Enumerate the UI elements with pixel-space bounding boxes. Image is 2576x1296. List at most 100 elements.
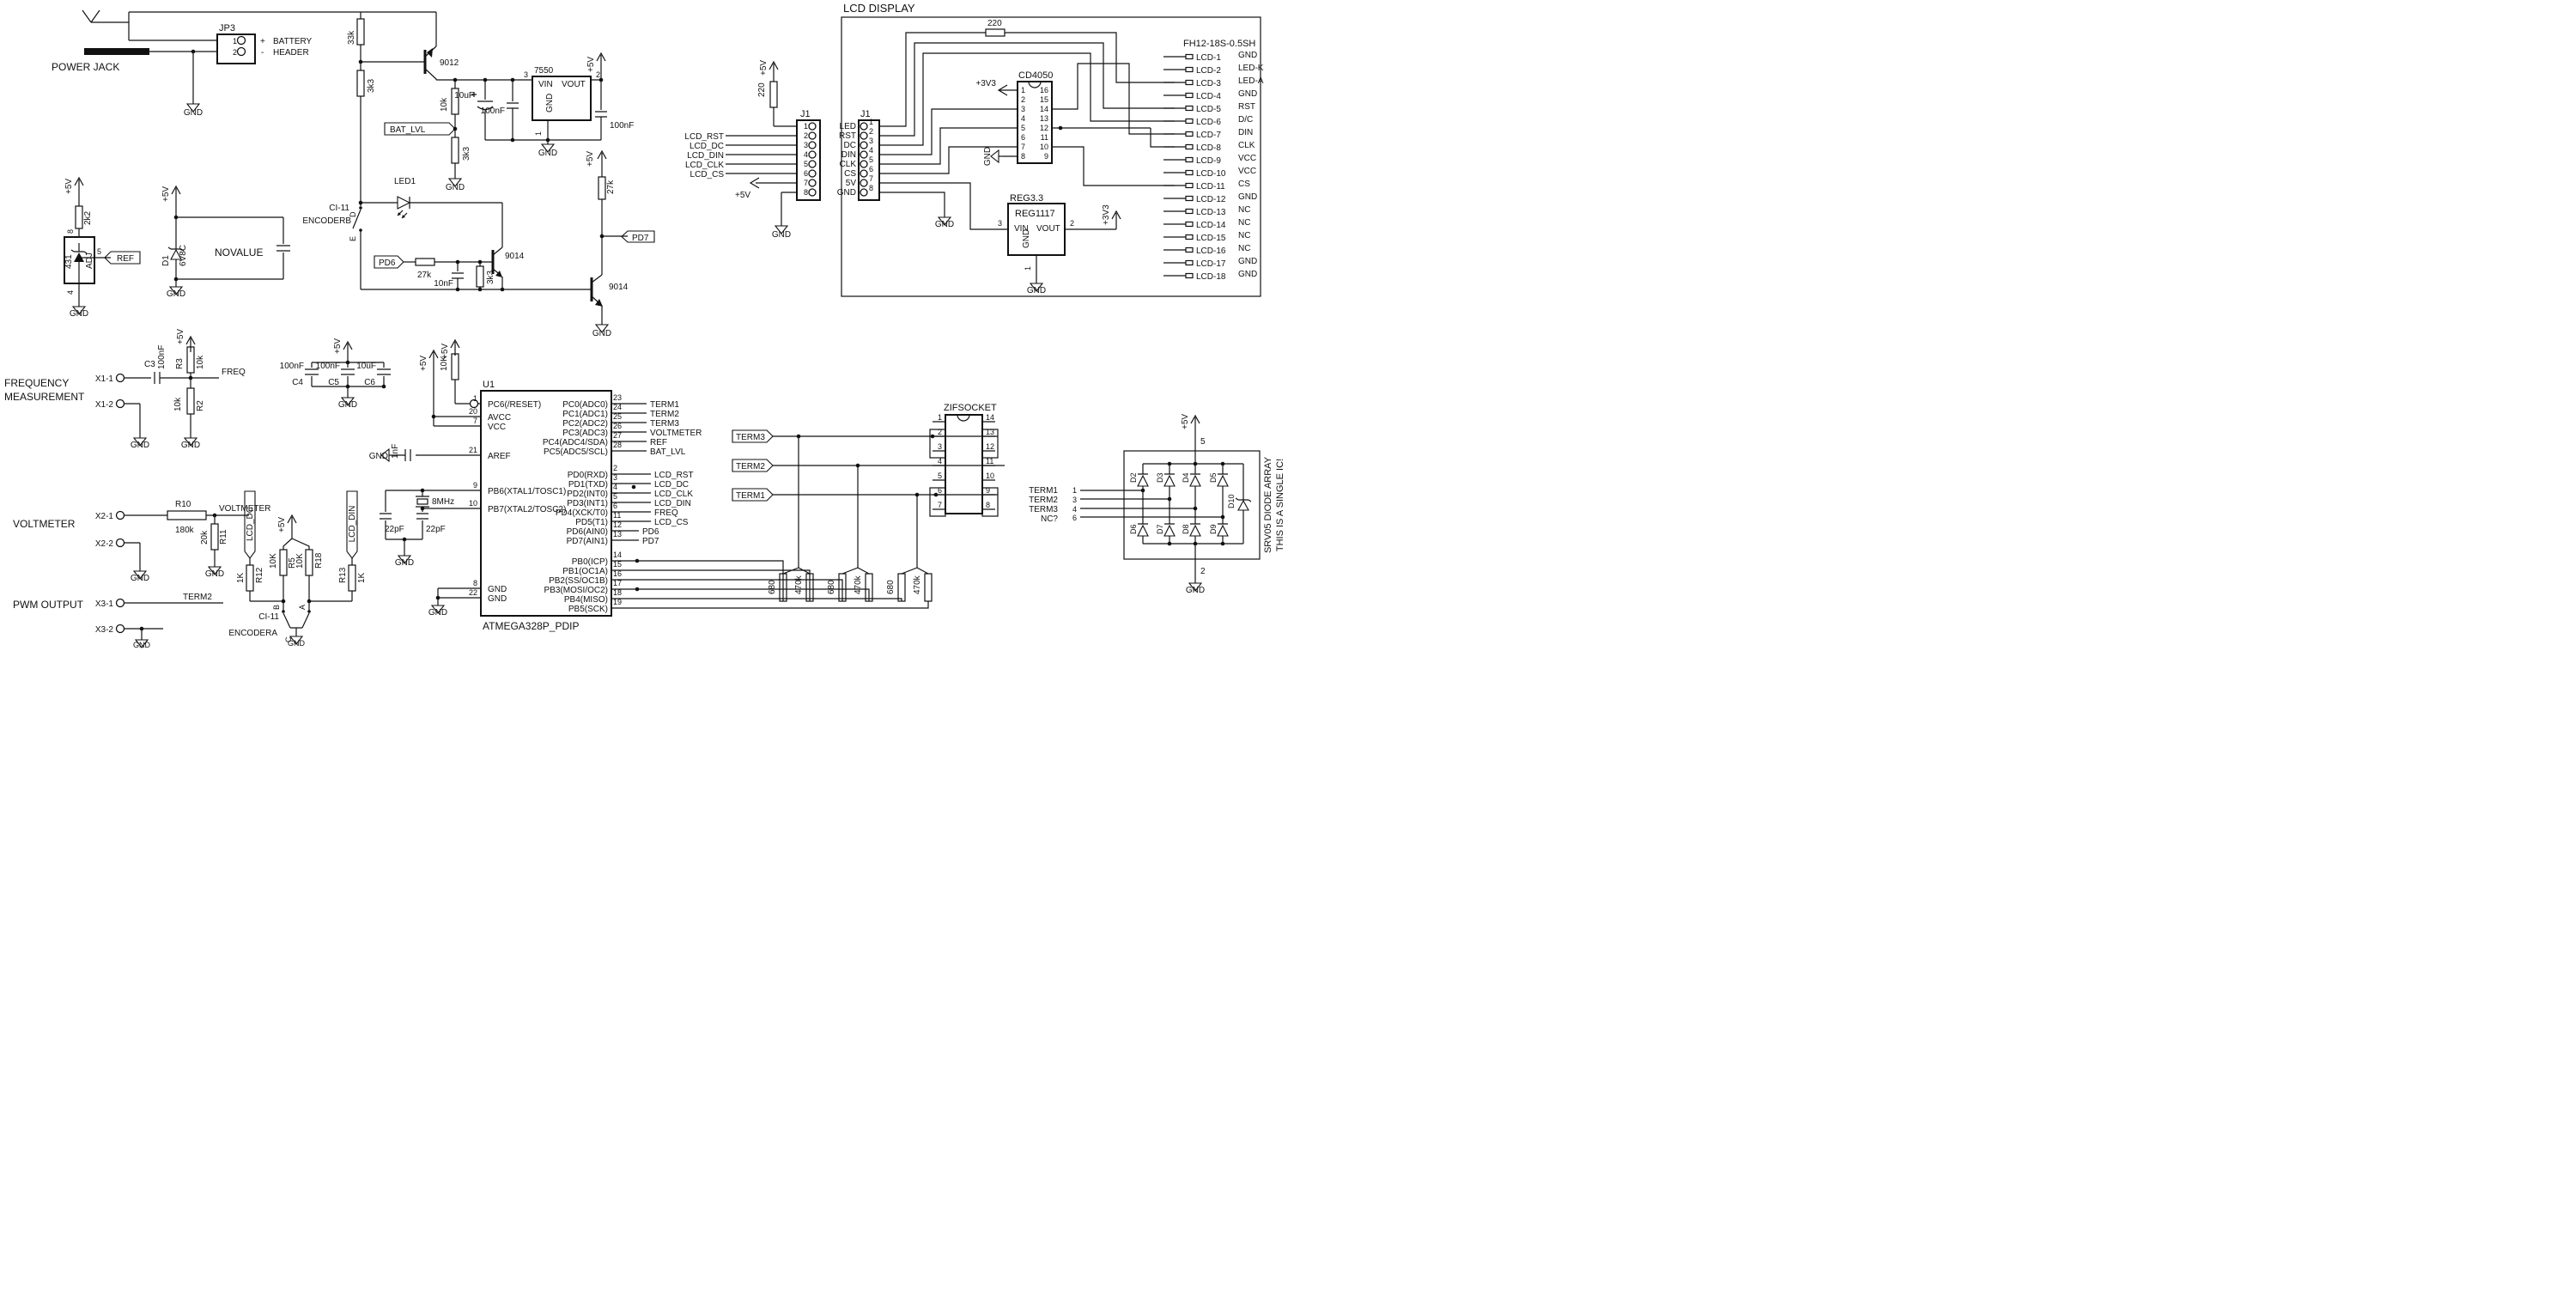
plus5v-label: +5V [161, 186, 171, 202]
zif-pin-number: 2 [938, 428, 942, 436]
u7550-pin-number: 3 [524, 70, 528, 79]
cd4050-pin-number: 2 [1021, 95, 1025, 104]
r3k3a-value: 3k3 [367, 78, 376, 93]
u1-pin-number: 25 [613, 412, 622, 421]
diode-label: D6 [1129, 524, 1138, 534]
reg-gnd: GND [1022, 229, 1031, 248]
x1-1-label: X1-1 [95, 374, 114, 384]
j1r-pin-name: 5V [846, 179, 857, 188]
plus3v3-label: +3V3 [1102, 204, 1111, 225]
c3-value: 100nF [157, 345, 167, 369]
u1-pin-name: PD4(XCK/T0) [556, 508, 608, 518]
gnd-label: GND [181, 441, 200, 450]
diode-label: D9 [1209, 524, 1218, 534]
j1-pin-number: 8 [804, 188, 808, 197]
j1-net-label: LCD_DIN [687, 151, 724, 161]
encoder-a-section [244, 490, 358, 645]
u1-pin-number: 7 [473, 417, 477, 425]
gnd-label: GND [205, 569, 224, 579]
j1r-pin-name: DC [844, 141, 856, 150]
j1-pin-number: 2 [869, 127, 873, 136]
u1-net-label: LCD_DIN [654, 499, 691, 508]
srv-pin-number: 1 [1072, 486, 1077, 495]
r10ka-value: 10k [440, 97, 449, 112]
battery-plus: + [260, 37, 265, 46]
j1-pin-number: 1 [804, 122, 808, 131]
srv-net-label: TERM3 [1029, 505, 1058, 514]
regulator-reg1117 [1007, 203, 1121, 292]
u1-pin-number: 1 [473, 394, 477, 403]
j1-left-ref: J1 [800, 109, 811, 119]
j1-pin-number: 2 [804, 131, 808, 140]
x2-2-pad [115, 538, 125, 548]
u1-pin-name: PD2(INT0) [567, 490, 608, 499]
q9014b-label: 9014 [609, 283, 629, 292]
voltmeter-net: VOLTMETER [219, 504, 270, 514]
fh12-signal-label: NC [1238, 218, 1250, 228]
u1-pin-name: PB0(ICP) [572, 557, 608, 567]
bat-lvl-flag [384, 122, 456, 136]
gnd-label: GND [369, 452, 388, 461]
r2-label: R2 [196, 400, 205, 411]
resistor-3k3-b [451, 137, 459, 164]
schematic-canvas: POWER JACKJP312+BATTERY-HEADERGND33k9012… [4, 2, 1285, 648]
resistor-r10 [167, 510, 207, 520]
gnd-label: GND [395, 558, 414, 568]
resistor-r2 [186, 387, 195, 415]
diodes-top-row [1137, 464, 1229, 544]
aref-cap-1nf [393, 449, 465, 461]
u1-pin-name: PB4(MISO) [564, 595, 608, 605]
ci11-a-label: CI-11 [258, 612, 279, 622]
u1-pin-number: 4 [613, 483, 617, 491]
j1-left-connector [796, 119, 821, 201]
zif-pin-number: 7 [938, 501, 942, 509]
u1-net-label: LCD_RST [654, 471, 694, 480]
j1-pin-number: 8 [869, 184, 873, 192]
r3k3c-value: 3k3 [486, 270, 495, 284]
r220v-value: 220 [757, 82, 767, 97]
fh12-signal-label: GND [1238, 89, 1257, 99]
x2-1-pad [115, 510, 125, 520]
zif-pin-number: 4 [938, 457, 942, 465]
fh12-signal-label: GND [1238, 270, 1257, 279]
srv-pin-number: 6 [1072, 514, 1077, 522]
jp3-pin-number: 2 [233, 48, 237, 57]
fh12-pin-label: LCD-18 [1196, 272, 1226, 282]
fh12-signal-label: VCC [1238, 167, 1256, 176]
j1-net-label: LCD_DC [690, 142, 724, 151]
r12-value: 1K [236, 572, 246, 583]
srv05-body [1123, 450, 1261, 560]
fh12-signal-label: LED-A [1238, 76, 1264, 86]
x2-1-label: X2-1 [95, 512, 114, 521]
r10-label: R10 [175, 500, 191, 509]
ref-flag-label: REF [117, 254, 134, 264]
cd4050-pin-number: 3 [1021, 105, 1025, 113]
lcd-dc-flag [244, 490, 256, 559]
fh12-signal-label: NC [1238, 231, 1250, 240]
r13-label: R13 [338, 567, 348, 583]
u1-pin-number: 19 [613, 598, 622, 606]
gnd-label: GND [1186, 586, 1205, 595]
srv-net-label: TERM2 [1029, 496, 1058, 505]
r680-value: 680 [768, 580, 777, 594]
j1-pin-number: 7 [804, 179, 808, 187]
x2-2-label: X2-2 [95, 539, 114, 549]
j1-net-label: LCD_CLK [685, 161, 724, 170]
u1-pin-number: 2 [613, 464, 617, 472]
cd4050-pin-number: 10 [1040, 143, 1048, 151]
zif-pin-number: 3 [938, 442, 942, 451]
j1-pin-number: 1 [869, 118, 873, 126]
gnd-label: GND [131, 441, 149, 450]
plus5v-label: +5V [176, 329, 185, 344]
c6-value: 10uF [356, 362, 376, 371]
x1-2-label: X1-2 [95, 400, 114, 410]
r18-label: R18 [314, 552, 324, 569]
r18-value: 10K [295, 553, 305, 569]
gnd-label: GND [288, 639, 306, 648]
u1-pin-number: 21 [469, 446, 477, 454]
u1-pin-number: 20 [469, 407, 477, 416]
c100nf1-value: 100nF [481, 106, 505, 116]
u1-pin-number: 14 [613, 551, 622, 559]
zif-pin-number: 9 [986, 486, 990, 495]
j1-pin-number: 7 [869, 174, 873, 183]
